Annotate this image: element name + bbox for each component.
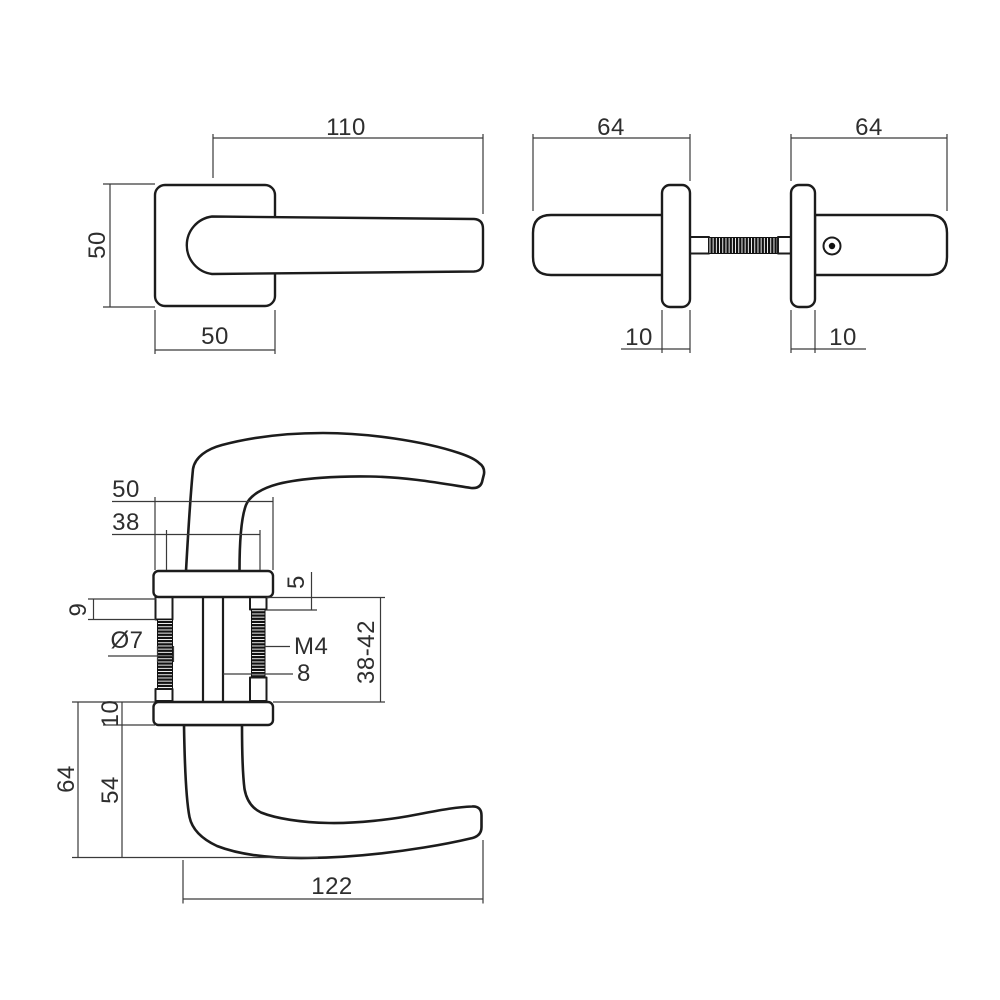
dim-text-M4: M4 [294, 633, 328, 660]
dim-section-door-thickness: 38-42 [273, 597, 385, 703]
dim-side-left-depth: 64 [532, 114, 691, 211]
spindle-stub-left [689, 236, 710, 255]
dim-text-10-section: 10 [97, 700, 124, 728]
section-view: 50 38 9 Ø7 5 M4 [53, 431, 486, 904]
dim-text-diameter-7: Ø7 [110, 627, 143, 654]
right-screw-nut-top [249, 596, 268, 611]
dim-front-handle-length: 110 [212, 114, 484, 214]
dim-front-rosette-height: 50 [84, 183, 155, 308]
dim-text-50-bottom: 50 [201, 323, 229, 350]
dim-section-rosette-width: 50 [112, 476, 274, 570]
dim-section-handle-projection: 54 [97, 725, 124, 858]
dim-text-122: 122 [311, 873, 353, 900]
left-screw-head [154, 596, 174, 621]
upper-handle-section [184, 431, 486, 573]
dim-text-64-right: 64 [855, 114, 883, 141]
dim-front-rosette-width: 50 [154, 310, 276, 354]
right-screw-head [249, 676, 268, 702]
dim-text-110: 110 [326, 114, 366, 141]
dim-section-rosette-thickness: 10 [72, 700, 155, 728]
lower-handle-section [182, 723, 483, 860]
dim-section-screw-spacing: 38 [112, 509, 261, 570]
dim-section-total-depth: 64 [53, 702, 318, 859]
dim-section-hole-diameter: Ø7 [108, 627, 175, 662]
dim-text-38: 38 [112, 509, 140, 536]
left-grip [531, 213, 665, 277]
dim-section-thread-size: M4 [265, 633, 328, 660]
left-screw-thread [157, 619, 173, 690]
dim-section-nut-height: 5 [266, 572, 385, 611]
side-view: 64 64 10 10 [531, 114, 949, 353]
dim-text-54: 54 [97, 776, 124, 804]
dim-text-64-section: 64 [53, 765, 80, 793]
dim-text-9: 9 [65, 603, 92, 617]
dim-text-50-left: 50 [84, 231, 111, 259]
spindle-thread [708, 237, 779, 254]
lever-handle-front [185, 215, 485, 276]
dim-side-right-depth: 64 [790, 114, 948, 211]
dim-text-5: 5 [283, 575, 310, 589]
dim-section-screw-head-height: 9 [65, 598, 156, 621]
set-screw-center [828, 242, 836, 250]
dim-text-10-left: 10 [625, 324, 653, 351]
dim-text-8: 8 [297, 660, 311, 687]
dim-text-64-left: 64 [597, 114, 625, 141]
lower-rosette-plate [152, 700, 275, 727]
front-view: 110 50 50 [84, 114, 485, 354]
right-screw-thread [251, 609, 266, 678]
dim-section-handle-length: 122 [182, 840, 484, 904]
upper-rosette-plate [152, 569, 275, 599]
dim-side-right-rosette-thickness: 10 [790, 310, 866, 353]
right-rosette-side [789, 183, 817, 309]
dim-text-10-right: 10 [829, 324, 857, 351]
dim-text-38-42: 38-42 [353, 620, 380, 684]
right-grip [813, 213, 949, 277]
dim-side-left-rosette-thickness: 10 [621, 310, 691, 353]
dim-section-spindle-size: 8 [223, 660, 311, 687]
left-screw-nut [154, 688, 174, 702]
left-rosette-side [660, 183, 692, 309]
dim-text-50-section: 50 [112, 476, 140, 503]
spindle-stub-right [777, 236, 792, 255]
